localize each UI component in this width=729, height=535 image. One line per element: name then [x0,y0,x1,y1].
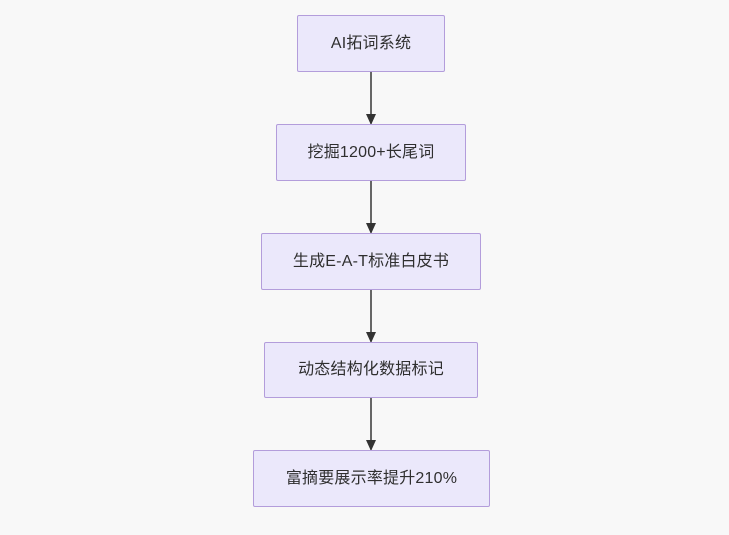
flow-node-ai-keyword-system[interactable]: AI拓词系统 [297,15,445,72]
flow-node-dynamic-structured-data-markup[interactable]: 动态结构化数据标记 [264,342,478,398]
flow-node-label: 富摘要展示率提升210% [285,469,458,487]
flow-node-mine-longtail-keywords[interactable]: 挖掘1200+长尾词 [276,124,466,181]
flow-node-label: 生成E-A-T标准白皮书 [292,252,450,270]
flow-node-generate-eat-whitepaper[interactable]: 生成E-A-T标准白皮书 [261,233,481,290]
flow-node-rich-snippet-impression-uplift[interactable]: 富摘要展示率提升210% [253,450,490,507]
flow-node-label: 挖掘1200+长尾词 [307,143,435,161]
flow-node-label: AI拓词系统 [330,34,412,52]
flow-node-label: 动态结构化数据标记 [298,361,444,378]
